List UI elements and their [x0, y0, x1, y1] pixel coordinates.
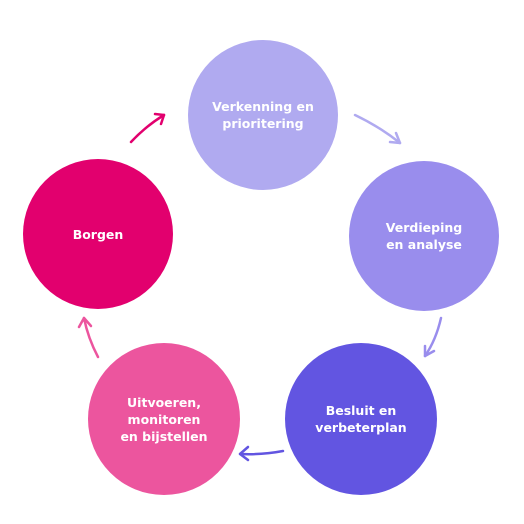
arrow-2-to-3-head	[423, 344, 436, 358]
step-label: Uitvoeren, monitoren en bijstellen	[120, 394, 208, 444]
arrow-5-to-1-head	[153, 112, 166, 126]
step-borgen-circle: Borgen	[23, 159, 173, 309]
step-label: Besluit en verbeterplan	[315, 403, 407, 435]
arrow-1-to-2-head	[388, 131, 402, 145]
step-label: Verdieping en analyse	[385, 220, 463, 252]
step-verkenning-circle: Verkenning en prioritering	[188, 40, 338, 190]
arrow-5-to-1	[129, 113, 166, 144]
arrow-1-to-2	[353, 113, 402, 145]
step-label: Borgen	[72, 226, 124, 242]
step-besluit-circle: Besluit en verbeterplan	[285, 343, 437, 495]
step-uitvoeren-circle: Uitvoeren, monitoren en bijstellen	[88, 343, 240, 495]
step-verdieping-circle: Verdieping en analyse	[349, 161, 499, 311]
arrow-2-to-3	[423, 316, 443, 358]
arrow-3-to-4	[238, 449, 285, 456]
arrow-3-to-4-head	[238, 445, 250, 462]
step-label: Verkenning en prioritering	[212, 99, 314, 131]
arrow-4-to-5-head	[77, 316, 93, 329]
arrow-4-to-5	[82, 316, 100, 359]
